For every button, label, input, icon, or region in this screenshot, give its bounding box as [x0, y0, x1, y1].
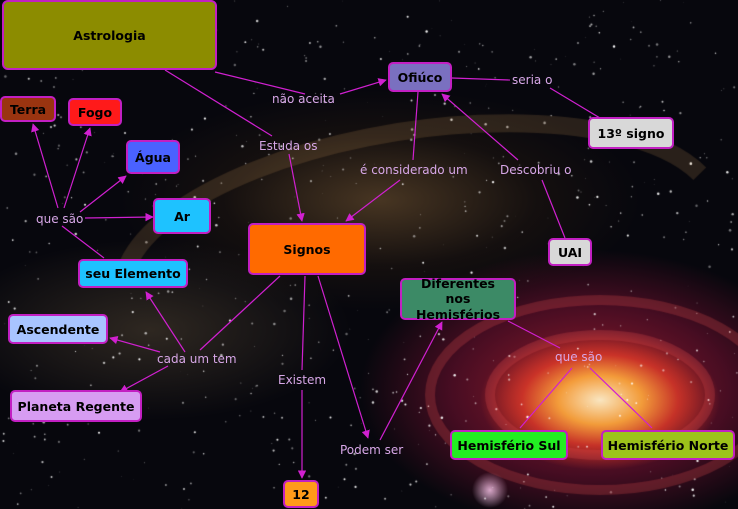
connector-ofiuco-seria-o: [451, 77, 511, 81]
node-uai[interactable]: UAI: [548, 238, 592, 266]
connector-seu-elemento-que-sao: [61, 225, 105, 259]
node-terra[interactable]: Terra: [0, 96, 56, 122]
link-descobriu-o: Descobriu o: [500, 163, 572, 177]
link-cada-um-tem: cada um tem: [157, 352, 237, 366]
connector-estuda-os-signos: [288, 153, 305, 222]
connector-ofiuco-considerado-um: [412, 91, 419, 161]
node-ofiuco[interactable]: Ofiúco: [388, 62, 452, 92]
link-que-sao-elementos: que são: [36, 212, 84, 226]
connector-diferentes-que-sao: [507, 320, 561, 349]
connector-signos-existem: [301, 275, 306, 371]
link-existem: Existem: [278, 373, 327, 387]
connector-considerado-um-signos: [345, 179, 401, 222]
node-13-signo[interactable]: 13º signo: [588, 117, 674, 149]
connector-podem-ser-diferentes: [379, 321, 443, 441]
link-nao-aceita: não aceita: [272, 92, 335, 106]
connector-seria-o-13-signo: [549, 87, 601, 119]
node-seu-elemento[interactable]: seu Elemento: [78, 259, 188, 288]
node-signos[interactable]: Signos: [248, 223, 366, 275]
node-agua[interactable]: Água: [126, 140, 180, 174]
node-ar[interactable]: Ar: [153, 198, 211, 234]
connector-descobriu-o-ofiuco: [441, 93, 519, 161]
connector-cada-um-tem-planeta-regente: [119, 365, 169, 393]
node-diferentes-nos-hemisferios[interactable]: Diferentes nos Hemisférios: [400, 276, 516, 322]
link-seria-o: seria o: [512, 73, 553, 87]
link-que-sao-hemisferios: que são: [555, 350, 603, 364]
connector-que-sao-hemisferio-sul: [519, 367, 573, 429]
connector-nao-aceita-ofiuco: [339, 78, 387, 95]
connector-que-sao-hemisferio-norte: [589, 367, 653, 429]
connector-que-sao-terra: [31, 123, 59, 209]
node-ascendente[interactable]: Ascendente: [8, 314, 108, 344]
node-hemisferio-norte[interactable]: Hemisfério Norte: [601, 430, 735, 460]
node-fogo[interactable]: Fogo: [68, 98, 122, 126]
connector-cada-um-tem-ascendente: [109, 335, 161, 353]
node-12[interactable]: 12: [283, 480, 319, 508]
connector-que-sao-ar: [84, 212, 154, 222]
connector-que-sao-agua: [79, 175, 127, 213]
connector-astrologia-nao-aceita: [214, 71, 306, 95]
node-planeta-regente[interactable]: Planeta Regente: [10, 390, 142, 422]
link-considerado-um: é considerado um: [360, 163, 468, 177]
node-hemisferio-sul[interactable]: Hemisfério Sul: [450, 430, 568, 460]
link-estuda-os: Estuda os: [259, 139, 318, 153]
connector-signos-cada-um-tem: [199, 275, 281, 351]
connector-que-sao-fogo: [63, 127, 92, 209]
connector-signos-podem-ser: [317, 275, 370, 439]
link-podem-ser: Podem ser: [340, 443, 404, 457]
connector-uai-descobriu-o: [541, 179, 566, 239]
node-astrologia[interactable]: Astrologia: [2, 0, 217, 70]
connector-astrologia-estuda-os: [164, 69, 273, 137]
connector-cada-um-tem-seu-elemento: [145, 291, 186, 353]
